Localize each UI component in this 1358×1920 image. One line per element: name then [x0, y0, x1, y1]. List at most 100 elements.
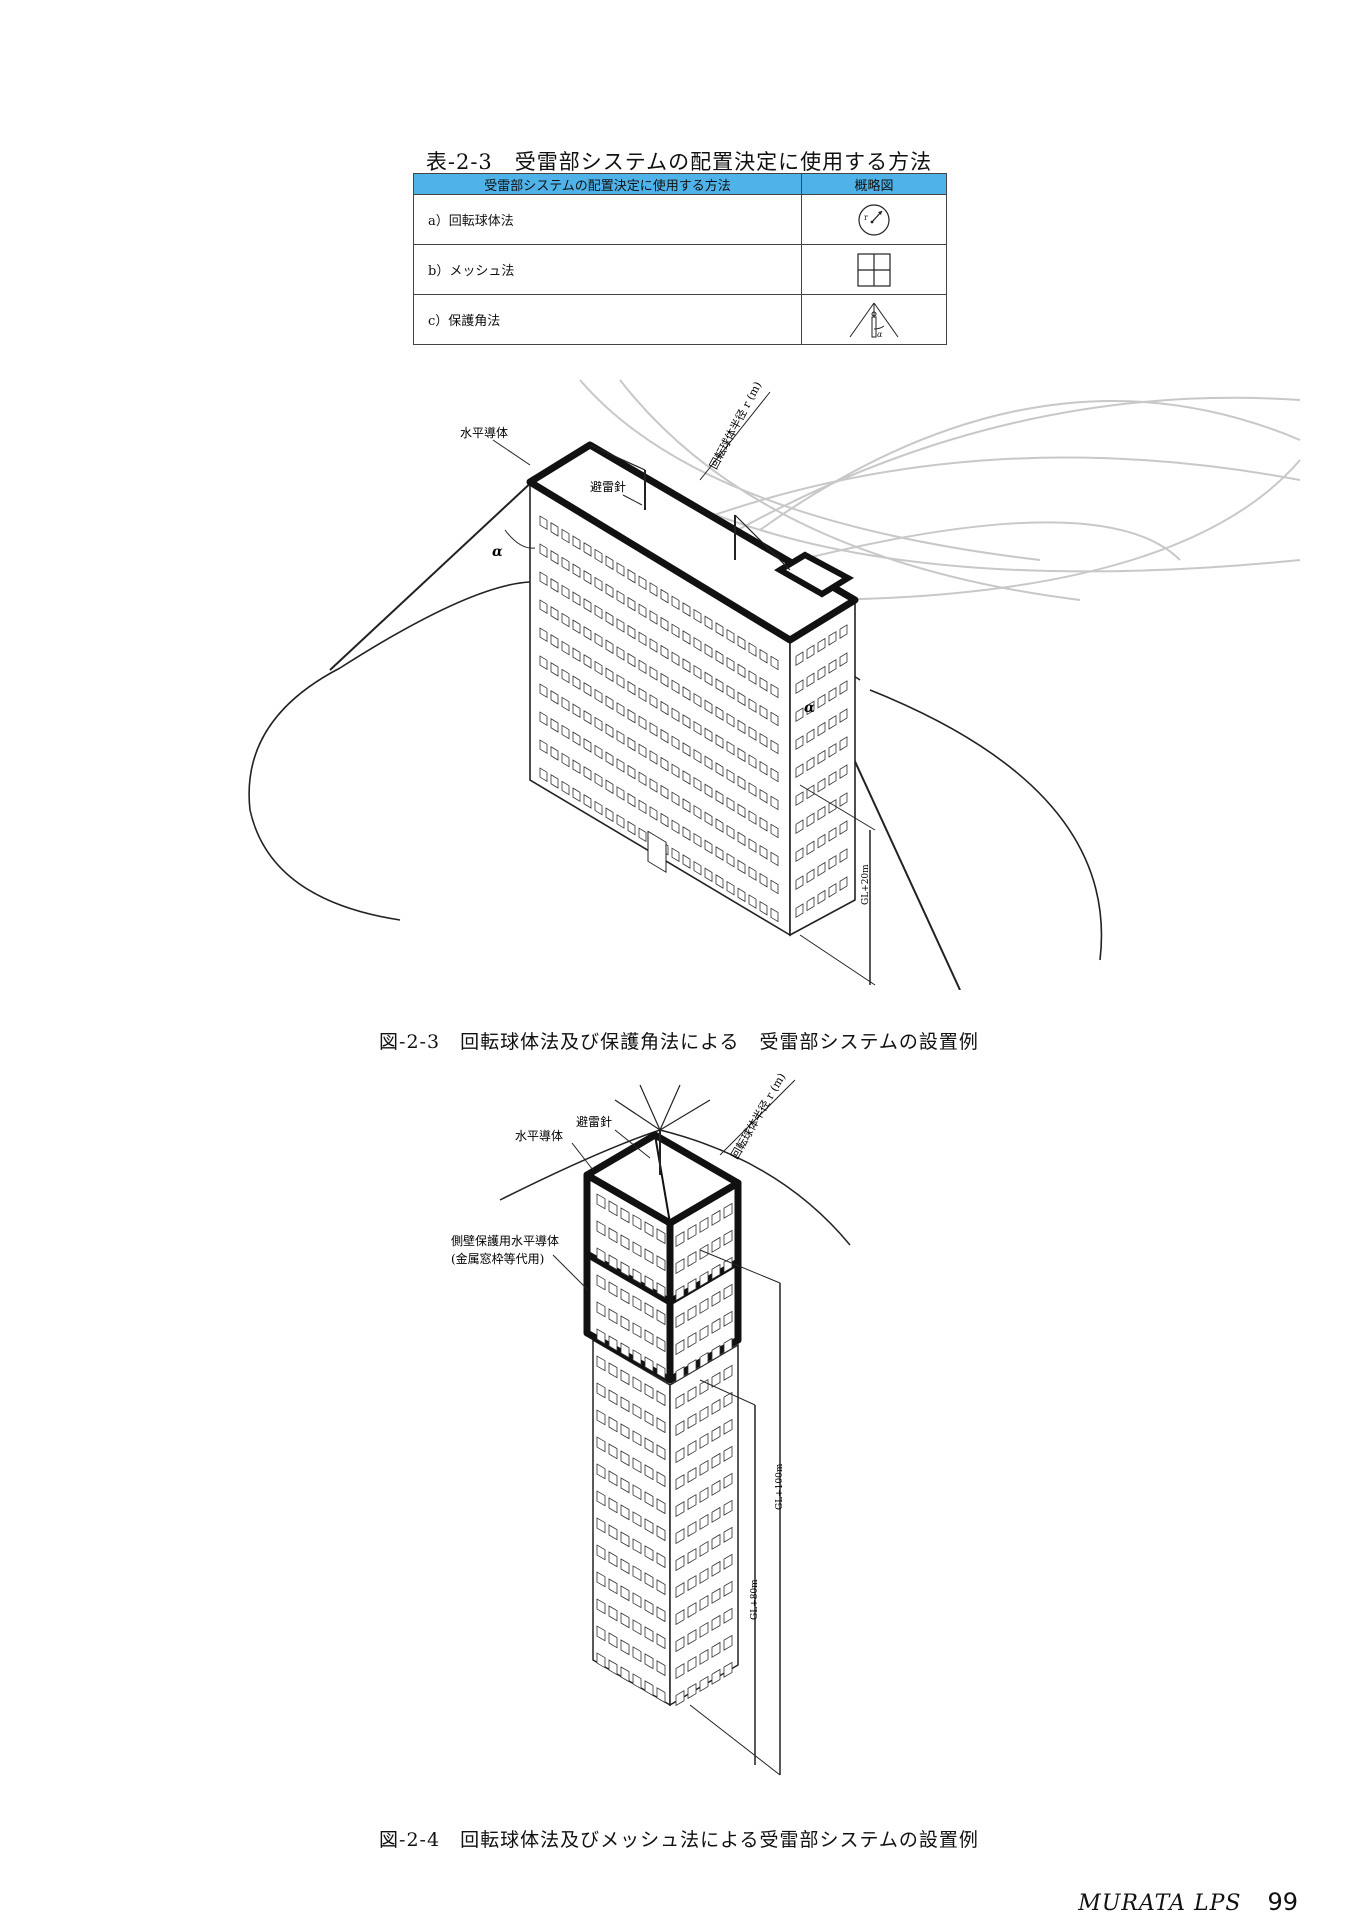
- window: [627, 680, 636, 696]
- window: [644, 1275, 654, 1292]
- window: [644, 1626, 654, 1643]
- window: [539, 655, 548, 671]
- window: [656, 1471, 666, 1488]
- window: [693, 804, 702, 820]
- window: [583, 626, 592, 641]
- window: [711, 1371, 721, 1388]
- window: [817, 721, 826, 737]
- window: [687, 1250, 697, 1268]
- window: [605, 751, 614, 767]
- window: [723, 1472, 733, 1489]
- window: [656, 1606, 666, 1623]
- window: [620, 1558, 630, 1575]
- window: [711, 1317, 721, 1334]
- window: [632, 1349, 642, 1366]
- window: [649, 806, 658, 821]
- window: [550, 550, 559, 565]
- window: [671, 707, 680, 723]
- window: [828, 826, 837, 842]
- window: [682, 742, 691, 757]
- window: [539, 571, 548, 587]
- window: [627, 596, 636, 612]
- window: [711, 1641, 721, 1658]
- window: [704, 615, 713, 631]
- window: [620, 1369, 630, 1386]
- window: [583, 710, 592, 725]
- window: [608, 1524, 618, 1541]
- window: [711, 1452, 721, 1469]
- window: [795, 651, 804, 667]
- window: [726, 852, 735, 868]
- window: [638, 687, 647, 703]
- window: [616, 730, 625, 745]
- window: [693, 832, 702, 848]
- window: [596, 1382, 606, 1399]
- window: [711, 1506, 721, 1523]
- window: [723, 1283, 733, 1300]
- window: [671, 819, 680, 835]
- window: [839, 624, 848, 639]
- window: [608, 1605, 618, 1622]
- window: [675, 1339, 685, 1356]
- window: [693, 720, 702, 736]
- window: [627, 792, 636, 808]
- window: [675, 1366, 685, 1383]
- window: [550, 774, 559, 789]
- method-figure: α: [801, 294, 947, 345]
- window: [656, 1228, 666, 1245]
- sphere-radius-label-2: 回転球体半径 r (m): [727, 1070, 788, 1161]
- window: [561, 780, 570, 796]
- alpha-left-label: α: [492, 544, 503, 560]
- window: [605, 583, 614, 599]
- window: [759, 844, 768, 860]
- window: [594, 576, 603, 592]
- window: [616, 674, 625, 689]
- window: [620, 1477, 630, 1494]
- window: [770, 767, 779, 783]
- window: [608, 1335, 618, 1352]
- window: [608, 1200, 618, 1217]
- window: [638, 603, 647, 619]
- window: [649, 750, 658, 765]
- window: [605, 695, 614, 711]
- window: [687, 1412, 697, 1430]
- window: [649, 666, 658, 681]
- window: [737, 859, 746, 875]
- window: [620, 1666, 630, 1683]
- window: [726, 684, 735, 700]
- figure-rolling-sphere-protection-angle: GL+20m α α 水平導体 避雷針 回転球体半径 r (m): [248, 379, 1301, 990]
- window: [675, 1447, 685, 1464]
- window: [723, 1634, 733, 1651]
- window: [644, 1653, 654, 1670]
- horizontal-conductor-label-2: 水平導体: [515, 1129, 563, 1143]
- window: [715, 874, 724, 889]
- window: [539, 767, 548, 783]
- protection-angle-icon: α: [849, 302, 899, 339]
- window: [596, 1247, 606, 1264]
- window: [726, 824, 735, 840]
- window: [616, 562, 625, 577]
- window: [699, 1594, 709, 1612]
- rolling-sphere-icon: r: [858, 203, 890, 236]
- window: [675, 1690, 685, 1707]
- window: [839, 876, 848, 891]
- window: [817, 693, 826, 709]
- window: [550, 606, 559, 621]
- window: [759, 760, 768, 776]
- window: [649, 610, 658, 625]
- window: [770, 851, 779, 867]
- window: [632, 1214, 642, 1231]
- window: [605, 807, 614, 823]
- window: [561, 640, 570, 656]
- window: [539, 515, 548, 531]
- window: [748, 866, 757, 881]
- window: [675, 1258, 685, 1275]
- window: [572, 619, 581, 635]
- horizontal-conductor-label: 水平導体: [460, 426, 508, 440]
- window: [638, 743, 647, 759]
- window: [656, 1498, 666, 1515]
- alpha-right-label: α: [804, 700, 815, 716]
- window: [594, 744, 603, 760]
- window: [644, 1329, 654, 1346]
- window: [596, 1436, 606, 1453]
